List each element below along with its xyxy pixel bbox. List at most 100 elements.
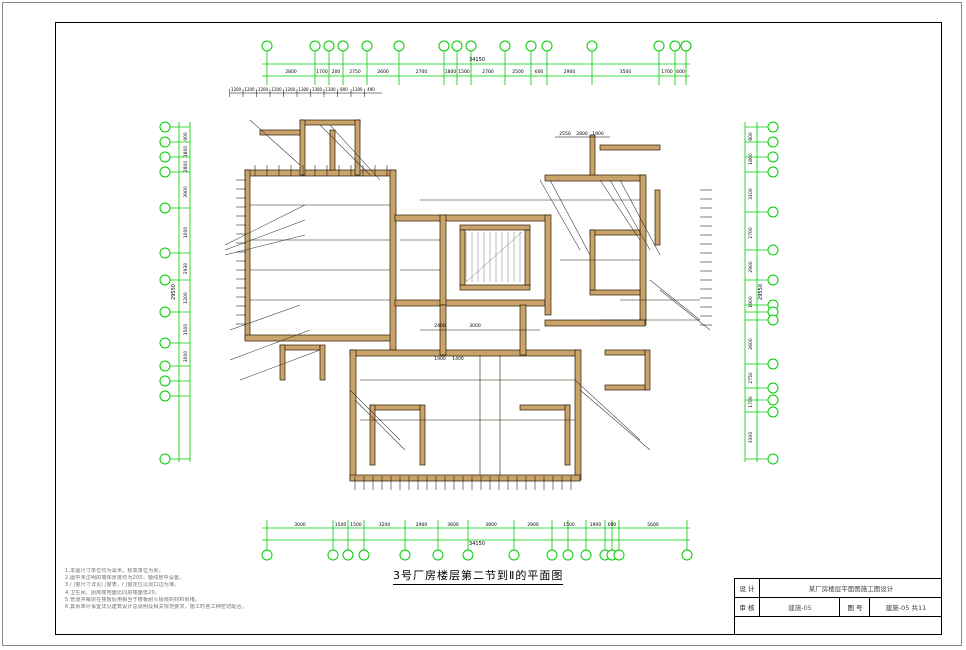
bottom-dimension: 5600 [647,522,659,528]
right-dimension: 2600 [748,338,754,350]
axis-bubble [159,375,171,387]
wall [589,229,641,236]
note-5: 5.管道井每层在楼板处用相当于楼板耐火极限的材料封堵。 [65,596,201,603]
axis-bubble [309,40,321,52]
axis-bubble [767,151,779,163]
axis-bubble [451,40,463,52]
bottom-dimension: 1500 [335,522,347,528]
axis-bubble [508,549,520,561]
middle-top-dimension: 2550 [559,131,571,137]
axis-bubble [159,390,171,402]
leader-line [549,179,591,256]
axis-bubble [337,40,349,52]
wall [459,224,531,231]
wall [604,384,646,391]
axis-bubble [613,549,625,561]
leader-line [224,234,306,256]
axis-bubble [342,549,354,561]
axis-bubble [767,166,779,178]
left-dimension: 1800 [183,146,189,158]
axis-bubble [767,274,779,286]
right-dimension: 2900 [748,261,754,273]
wall [654,189,661,246]
wall [389,169,397,351]
axis-bubble [159,306,171,318]
axis-bubble [541,40,553,52]
detail-dimension: 1300 [312,87,323,92]
wall [524,229,531,286]
wall [279,344,321,351]
axis-bubble [358,549,370,561]
center-dimension: 1400 [452,356,464,362]
wall [244,169,251,341]
axis-bubble [653,40,665,52]
wall [349,349,357,481]
axis-bubble [462,549,474,561]
axis-bubble [499,40,511,52]
axis-bubble [767,453,779,465]
tb-label-design: 设 计 [739,585,755,593]
left-dimension: 2800 [183,161,189,173]
top-dimension: 1500 [458,69,470,75]
title-block-divider [735,597,941,598]
wall [259,129,301,136]
leader-line [609,179,651,251]
top-dimension: 600 [535,69,544,75]
right-dimension: 2700 [748,227,754,239]
middle-top-dimension: 2800 [576,131,588,137]
leader-line [349,389,401,441]
bottom-dimension: 3900 [485,522,497,528]
axis-bubble [323,40,335,52]
wall [544,174,646,182]
axis-bubble [580,549,592,561]
wall [329,129,336,171]
overall-dimension-top: 34150 [469,57,485,63]
top-dimension: 2600 [377,69,389,75]
wall [349,349,581,357]
leader-line [619,179,661,256]
right-dimension: 1800 [748,153,754,165]
top-dimension: 2800 [285,69,297,75]
leader-line [354,399,406,451]
leader-line [599,179,641,241]
bottom-dimension: 2900 [527,522,539,528]
top-dimension: 2700 [416,69,428,75]
middle-top-dimension: 1900 [592,131,604,137]
center-dimension: 3000 [469,323,481,329]
axis-bubble [159,360,171,372]
leader-line [539,179,581,251]
wall [564,404,571,466]
note-3: 3.门窗尺寸详见门窗表，门窗定位以洞口边为准。 [65,582,180,589]
note-6: 6.其余未尽事宜详见建筑设计总说明及相关规范要求，施工时各工种密切配合。 [65,603,247,610]
leader-line [224,219,306,251]
axis-bubble [432,549,444,561]
wall [349,474,581,482]
detail-dimension: 1200 [271,87,282,92]
axis-bubble [393,40,405,52]
leader-line [249,119,301,166]
note-4: 4.卫生间、厨房楼地面比同层楼面低20。 [65,589,161,596]
detail-dimension: 1200 [258,87,269,92]
axis-bubble [767,358,779,370]
leader-line [229,304,301,331]
axis-bubble [399,549,411,561]
wall [369,404,421,411]
left-overall-dimension: 29550 [171,284,177,300]
top-dimension: 2500 [512,69,524,75]
leader-line [574,379,641,441]
axis-bubble [159,202,171,214]
tb-project: 某厂房楼层平面图施工图设计 [759,579,942,597]
axis-bubble [159,166,171,178]
detail-dimension: 490 [367,87,375,92]
axis-bubble [159,274,171,286]
top-dimension: 200 [332,69,341,75]
leader-line [329,124,381,181]
wall [299,119,361,126]
axis-bubble [546,549,558,561]
axis-bubble [261,549,273,561]
wall [354,119,361,176]
right-dimension: 3300 [748,432,754,444]
